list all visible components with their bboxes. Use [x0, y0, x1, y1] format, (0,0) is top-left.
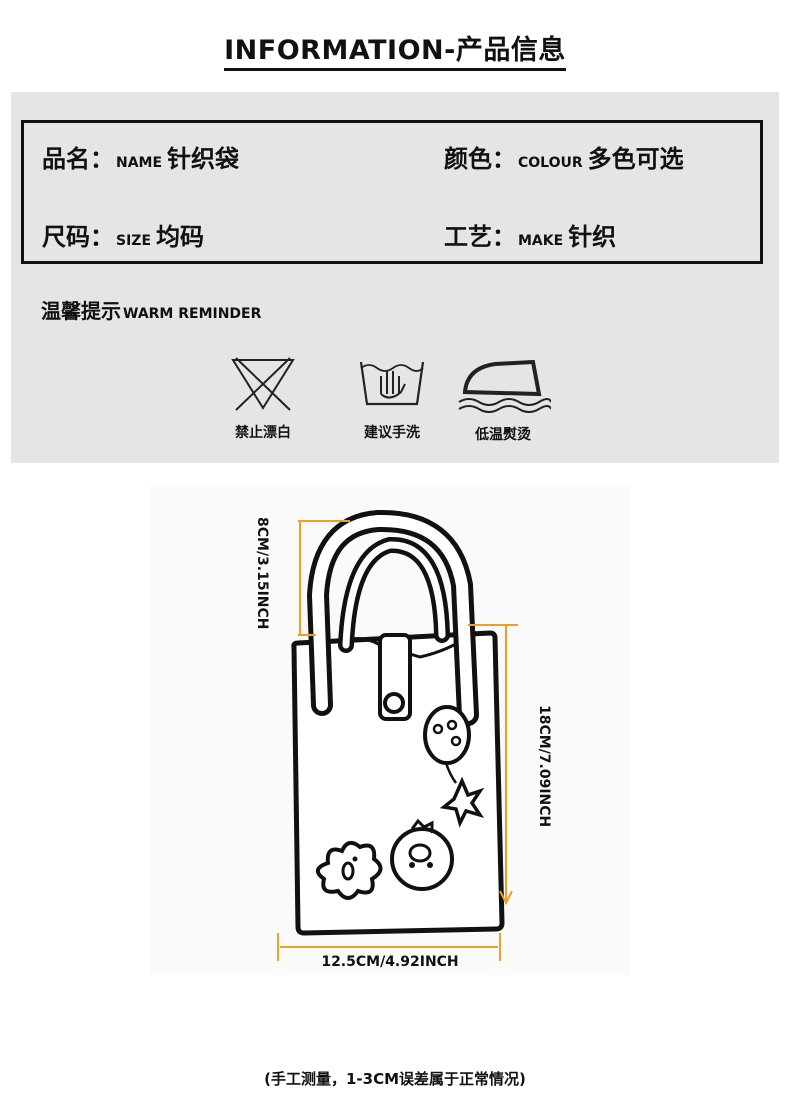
handle-dimension-label: 8CM/3.15INCH: [254, 517, 270, 630]
size-value: 均码: [156, 223, 205, 251]
field-size: 尺码： SIZE 均码: [42, 217, 204, 252]
low-iron-icon: [458, 359, 551, 413]
care-label-low-iron: 低温熨烫: [475, 427, 531, 443]
make-value: 针织: [568, 223, 617, 251]
colour-value: 多色可选: [587, 145, 684, 173]
star-charm: [439, 776, 485, 828]
colour-label-cn: 颜色：: [444, 145, 516, 173]
field-name: 品名： NAME 针织袋: [42, 139, 239, 174]
warm-reminder-heading: 温馨提示 WARM REMINDER: [41, 295, 261, 324]
care-item-no-bleach: 禁止漂白: [208, 354, 318, 442]
measurement-note: (手工测量，1-3CM误差属于正常情况): [264, 1070, 526, 1088]
name-label-en: NAME: [116, 155, 163, 171]
balloon-charm: [423, 705, 471, 765]
hand-wash-icon: [359, 361, 425, 406]
bag-size-diagram: 8CM/3.15INCH 18CM/7.09INCH 12.5CM/4.92IN…: [254, 509, 552, 970]
bag-button: [383, 692, 405, 714]
product-info-box: 品名： NAME 针织袋 颜色： COLOUR 多色可选 尺码： SIZE 均码…: [21, 120, 763, 264]
colour-label-en: COLOUR: [518, 155, 583, 171]
face-charm: [390, 827, 454, 891]
make-label-en: MAKE: [518, 233, 564, 249]
field-make: 工艺： MAKE 针织: [444, 217, 616, 252]
width-dimension-label: 12.5CM/4.92INCH: [321, 954, 458, 970]
reminder-cn: 温馨提示: [41, 299, 121, 323]
reminder-en: WARM REMINDER: [123, 306, 262, 322]
make-label-cn: 工艺：: [444, 223, 516, 251]
page-title-text: INFORMATION-产品信息: [224, 35, 566, 71]
height-dimension-label: 18CM/7.09INCH: [536, 705, 552, 827]
page-title: INFORMATION-产品信息: [0, 28, 790, 71]
size-label-en: SIZE: [116, 233, 152, 249]
info-panel: 品名： NAME 针织袋 颜色： COLOUR 多色可选 尺码： SIZE 均码…: [11, 92, 779, 463]
name-label-cn: 品名：: [42, 145, 114, 173]
care-item-hand-wash: 建议手洗: [337, 354, 447, 442]
care-label-hand-wash: 建议手洗: [364, 425, 420, 441]
name-value: 针织袋: [167, 145, 240, 173]
flower-charm: [316, 840, 383, 900]
size-label-cn: 尺码：: [42, 223, 114, 251]
field-colour: 颜色： COLOUR 多色可选: [444, 139, 684, 174]
care-label-no-bleach: 禁止漂白: [235, 425, 291, 441]
care-item-low-iron: 低温熨烫: [448, 354, 558, 444]
no-bleach-icon: [231, 357, 295, 411]
